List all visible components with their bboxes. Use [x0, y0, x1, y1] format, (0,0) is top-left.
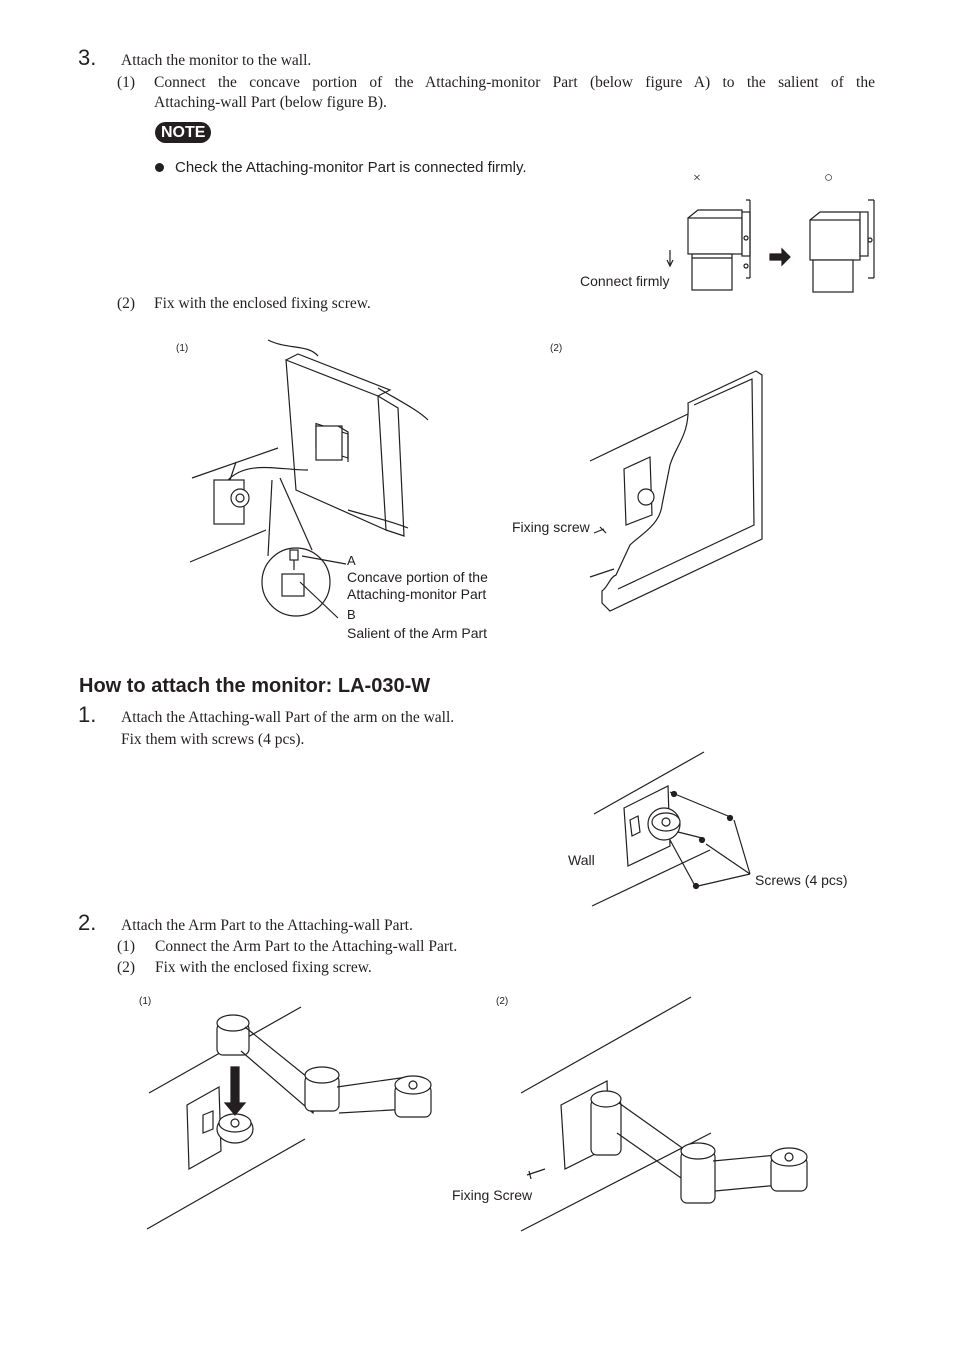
label-a: A [347, 553, 356, 568]
connect-firmly-label: Connect firmly [580, 273, 670, 289]
fixing-screw-label-bottom: Fixing Screw [452, 1187, 533, 1203]
fig-3-1-tag: (1) [176, 343, 189, 354]
fig-2-1-tag: (1) [139, 996, 152, 1007]
monitor-attach-illustration [189, 339, 429, 619]
wall-label: Wall [568, 852, 595, 868]
label-b-desc: Salient of the Arm Part [347, 625, 488, 641]
label-a-desc-line2: Attaching-monitor Part [347, 586, 487, 602]
fig-2-2-tag: (2) [496, 996, 509, 1007]
label-a-desc-line1: Concave portion of the [347, 569, 488, 585]
monitor-fixed-illustration [589, 370, 763, 612]
wrong-mark: × [693, 171, 701, 186]
note-text: Check the Attaching-monitor Part is conn… [175, 159, 527, 176]
arm-connect-illustration [146, 1006, 432, 1230]
step-3-number: 3. [78, 45, 97, 70]
step-3-sub1-number: (1) [117, 74, 136, 91]
step-2-sub2-number: (2) [117, 959, 136, 976]
step-1-number: 1. [78, 702, 97, 727]
note-badge: NOTE [155, 122, 212, 143]
screws-label: Screws (4 pcs) [755, 872, 848, 888]
step-2-sub1-number: (1) [117, 938, 136, 955]
step-3-sub2-text: Fix with the enclosed fixing screw. [154, 295, 371, 312]
step-2-sub2-text: Fix with the enclosed fixing screw. [155, 959, 372, 976]
step-2-sub1-text: Connect the Arm Part to the Attaching-wa… [155, 938, 458, 955]
step-1-line2: Fix them with screws (4 pcs). [121, 731, 305, 748]
step-3-sub2-number: (2) [117, 295, 136, 312]
step-2-title: Attach the Arm Part to the Attaching-wal… [121, 917, 413, 934]
step-2-number: 2. [78, 910, 97, 935]
fig-3-2-tag: (2) [550, 343, 563, 354]
step-3-title: Attach the monitor to the wall. [121, 52, 312, 69]
bullet-icon [155, 163, 164, 172]
right-mark: ○ [824, 170, 834, 186]
arm-fixed-illustration [520, 996, 808, 1232]
step-3-sub1-line2: Attaching-wall Part (below figure B). [154, 94, 387, 111]
step-1-line1: Attach the Attaching-wall Part of the ar… [121, 709, 455, 726]
label-b: B [347, 607, 356, 622]
connect-firmly-diagram [666, 199, 875, 293]
step-3-sub1-line1: Connect the concave portion of the Attac… [154, 74, 875, 91]
wall-plate-screws-illustration [591, 751, 751, 907]
fixing-screw-label-top: Fixing screw [512, 519, 590, 535]
section-heading: How to attach the monitor: LA-030-W [79, 675, 431, 697]
